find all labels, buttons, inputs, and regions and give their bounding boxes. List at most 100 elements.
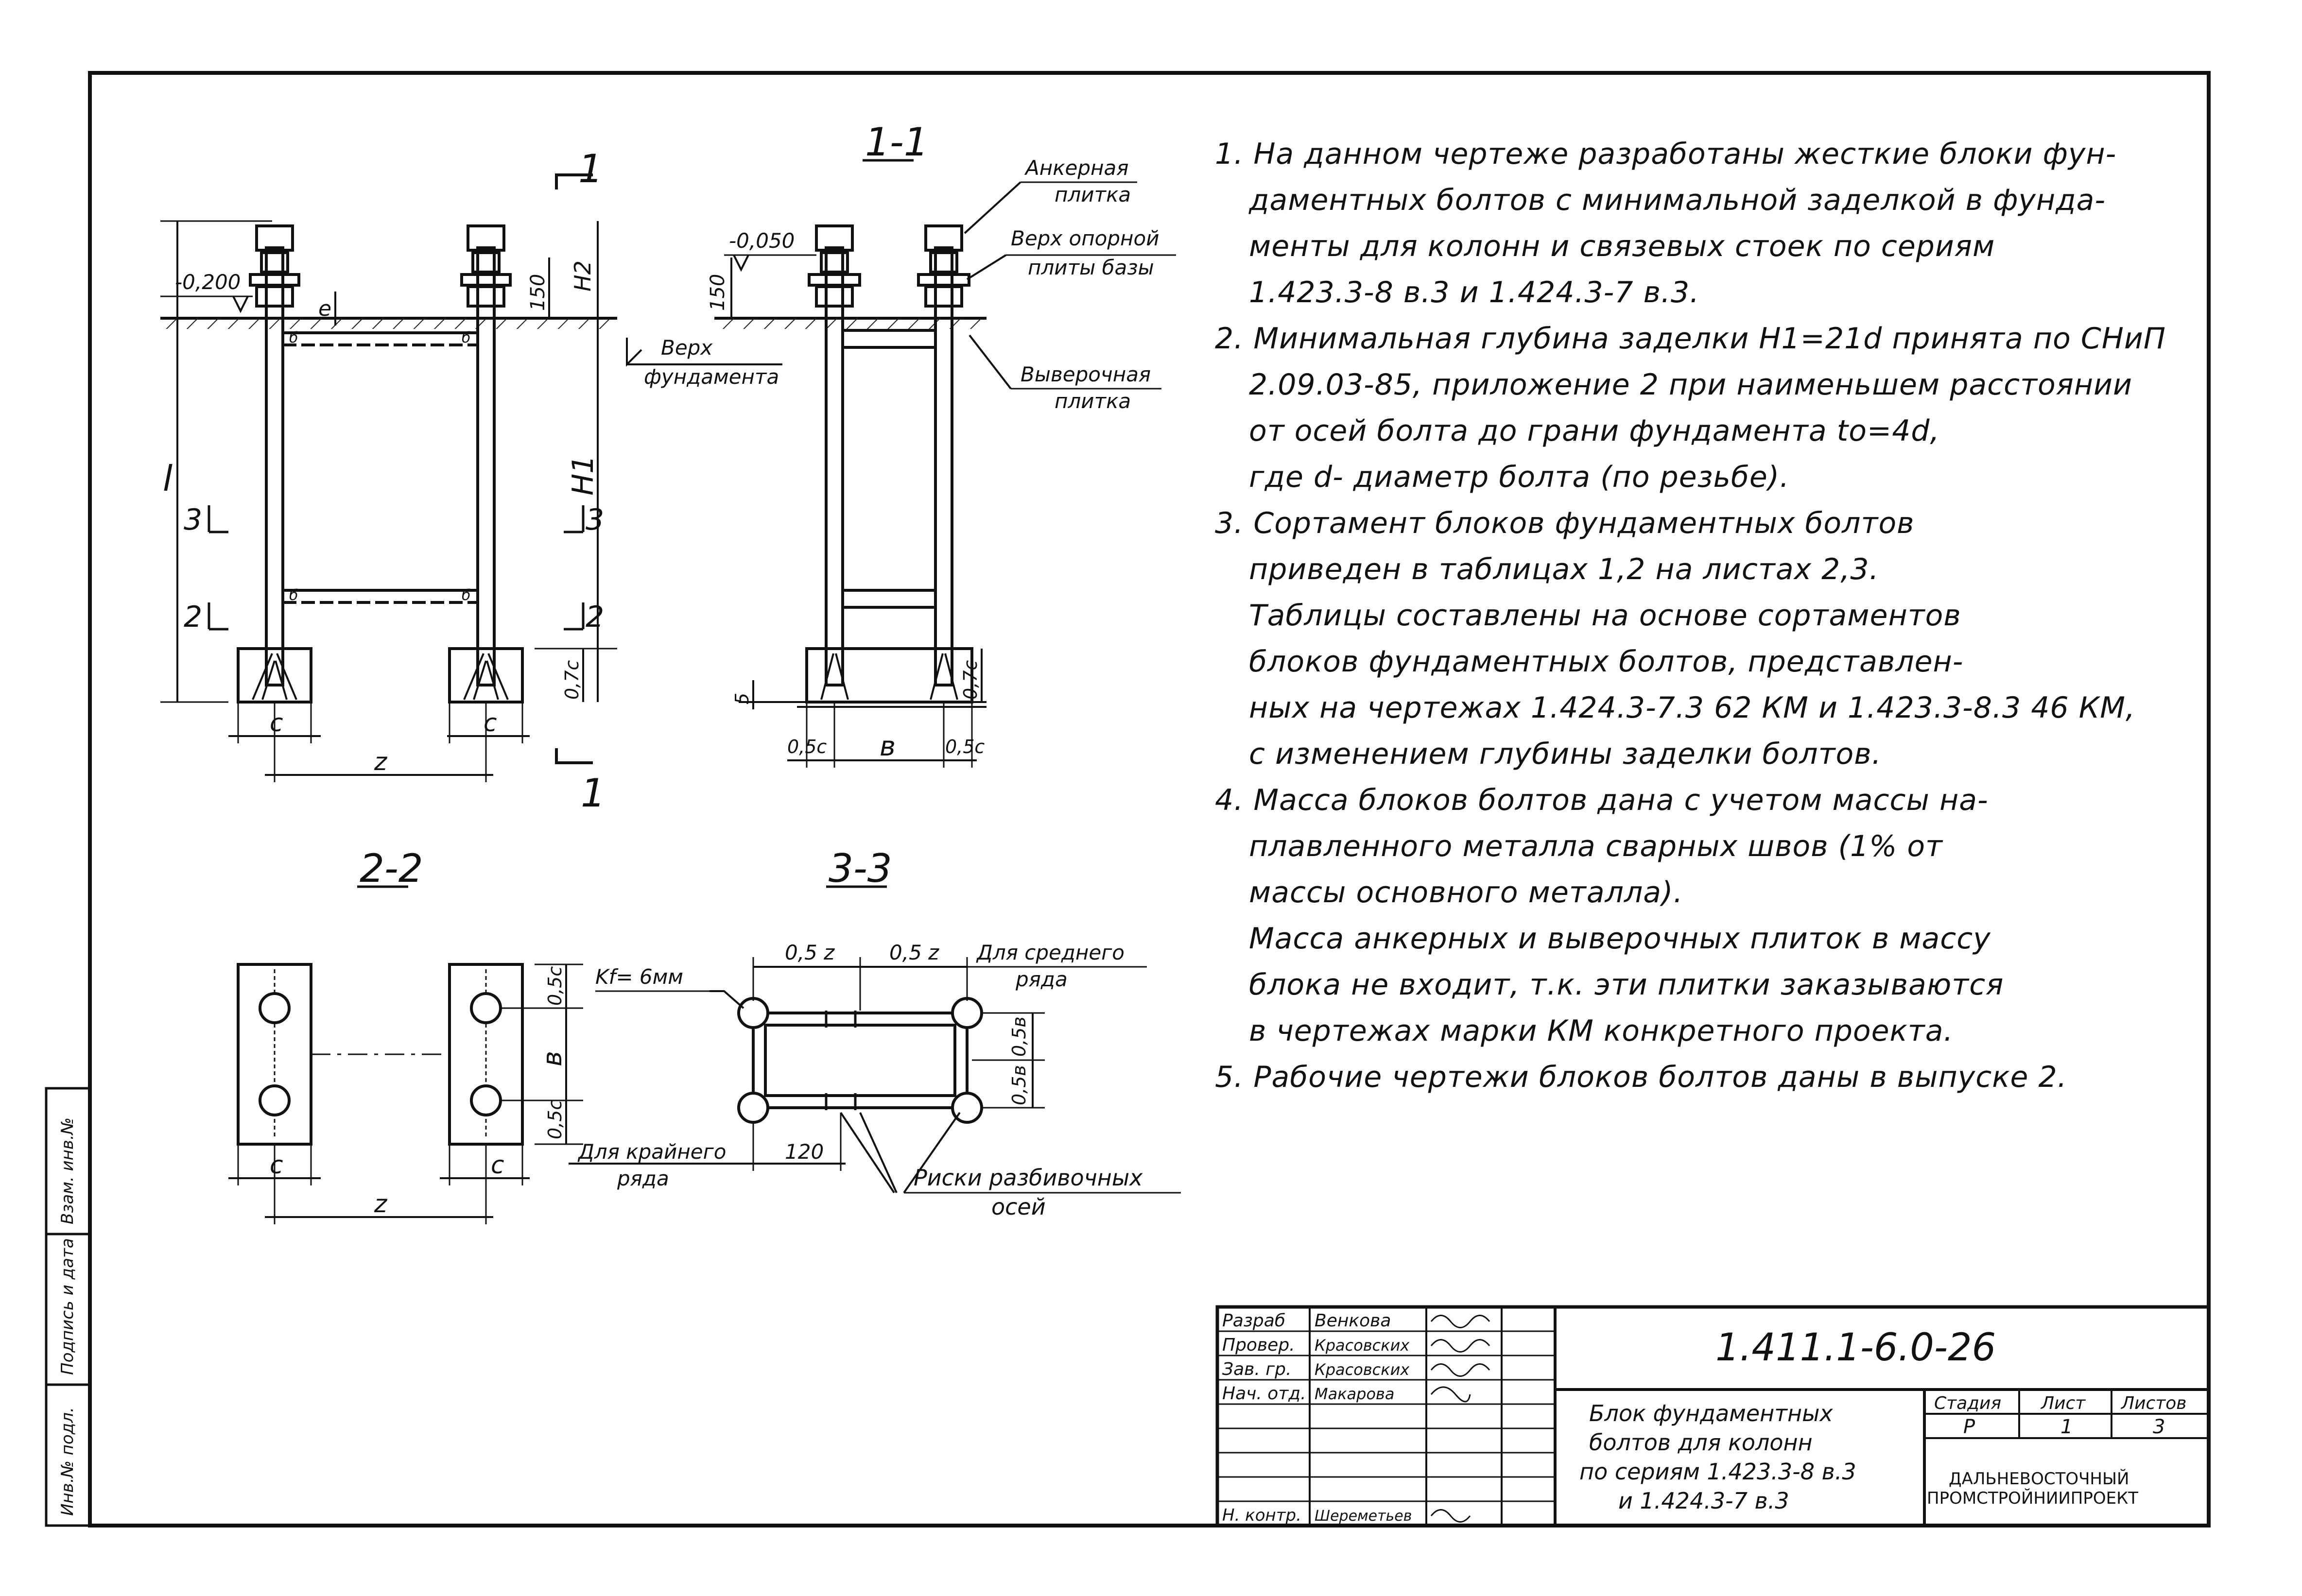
- note-line: Масса анкерных и выверочных плиток в мас…: [1249, 922, 1991, 956]
- dim-120: 120: [785, 1140, 824, 1164]
- staff-name-4: Макарова: [1315, 1385, 1395, 1403]
- label-top-fund-2: фундамента: [644, 365, 779, 389]
- stage-header: Стадия: [1934, 1393, 2001, 1413]
- elevation-view: [160, 173, 782, 782]
- description-line-3: по сериям 1.423.3-8 в.3: [1579, 1459, 1856, 1485]
- note-line: 2.09.03-85, приложение 2 при наименьшем …: [1249, 368, 2133, 402]
- note-line: массы основного металла).: [1249, 875, 1683, 910]
- dim-05z-right: 0,5 z: [889, 941, 939, 964]
- document-code: 1.411.1-6.0-26: [1715, 1326, 1996, 1370]
- weld-kf: Kf= 6мм: [595, 965, 683, 989]
- label-middle-row-2: ряда: [1015, 967, 1068, 991]
- section-mark-2-left: 2: [184, 600, 202, 634]
- section-mark-2-right: 2: [586, 600, 604, 634]
- dim-05b-top: 0,5в: [1008, 1016, 1030, 1057]
- dim-07c-s11: 0,7c: [960, 660, 981, 700]
- label-base-plate-2: плиты базы: [1028, 256, 1154, 279]
- sheet-header: Лист: [2040, 1393, 2086, 1413]
- dim-c-right: c: [484, 709, 497, 737]
- sheet-value: 1: [2060, 1416, 2073, 1438]
- staff-name-5: Шереметьев: [1315, 1508, 1412, 1525]
- weld-b-bot-1: б: [289, 587, 298, 604]
- dim-z: z: [374, 748, 388, 776]
- label-shim-plate-2: плитка: [1055, 389, 1131, 413]
- section-1-1-labels: 1-1 -0,050 150 0,7c 5 0,5c в 0,5c Анкерн…: [707, 120, 1159, 762]
- dim-h1: H1: [566, 455, 600, 496]
- note-line: приведен в таблицах 1,2 на листах 2,3.: [1249, 552, 1879, 586]
- note-line: 4. Масса блоков болтов дана с учетом мас…: [1215, 783, 1989, 817]
- staff-role-1: Разраб: [1222, 1311, 1285, 1331]
- cut-mark-bottom: 1: [581, 771, 606, 816]
- section-mark-3-left: 3: [184, 503, 202, 537]
- label-base-plate-1: Верх опорной: [1011, 226, 1159, 250]
- label-anchor-plate-1: Анкерная: [1024, 156, 1129, 180]
- note-line: 1. На данном чертеже разработаны жесткие…: [1215, 137, 2117, 171]
- label-axis-marks-2: осей: [991, 1194, 1046, 1220]
- level-mark-200: -0,200: [175, 270, 241, 294]
- label-top-fund-1: Верх: [661, 336, 713, 360]
- note-line: в чертежах марки КМ конкретного проекта.: [1249, 1014, 1954, 1048]
- section-1-1-view: [714, 159, 1176, 768]
- note-line: Таблицы составлены на основе сортаментов: [1249, 599, 1961, 633]
- cut-mark-top: 1: [578, 146, 603, 191]
- note-line: от осей болта до грани фундамента tо=4d,: [1249, 414, 1940, 448]
- staff-name-3: Красовских: [1315, 1360, 1410, 1379]
- dim-5-s11: 5: [731, 693, 753, 704]
- sheet-frame: [88, 71, 2211, 1527]
- dim-07c: 0,7c: [561, 660, 583, 700]
- elevation-labels: 1 1 -0,200 l H2 H1 150 e б б б б 3 2 3 2…: [163, 146, 779, 816]
- side-stamp-sign: Подпись и дата: [58, 1238, 77, 1375]
- dim-150-s11: 150: [707, 274, 729, 311]
- label-anchor-plate-2: плитка: [1055, 183, 1131, 206]
- label-axis-marks-1: Риски разбивочных: [914, 1165, 1143, 1191]
- sheets-header: Листов: [2120, 1393, 2186, 1413]
- section-2-2-title: 2-2: [360, 846, 423, 891]
- description-line-1: Блок фундаментных: [1589, 1400, 1833, 1426]
- stage-value: Р: [1963, 1416, 1975, 1438]
- note-line: 1.423.3-8 в.3 и 1.424.3-7 в.3.: [1249, 275, 1700, 309]
- dim-150: 150: [527, 274, 549, 311]
- note-line: блока не входит, т.к. эти плитки заказыв…: [1249, 968, 2004, 1002]
- dim-h2: H2: [570, 260, 596, 292]
- section-2-2-labels: 2-2 0,5c в 0,5c c c z: [270, 846, 568, 1218]
- section-1-1-title: 1-1: [865, 120, 929, 165]
- dim-z-s22: z: [374, 1190, 388, 1218]
- dim-e: e: [318, 296, 331, 321]
- label-edge-row-2: ряда: [617, 1167, 669, 1190]
- note-line: с изменением глубины заделки болтов.: [1249, 737, 1882, 771]
- weld-b-top-2: б: [462, 329, 471, 346]
- section-3-3-labels: 3-3 Kf= 6мм 0,5 z 0,5 z Для среднего ряд…: [577, 846, 1143, 1220]
- staff-role-3: Зав. гр.: [1222, 1359, 1291, 1379]
- side-stamp-inv: Инв.№ подл.: [58, 1407, 77, 1516]
- staff-name-1: Венкова: [1315, 1311, 1391, 1331]
- level-mark-050: -0,050: [729, 229, 795, 253]
- title-block-text: 1.411.1-6.0-26 Разраб Венкова Провер. Кр…: [1222, 1311, 2186, 1525]
- staff-role-2: Провер.: [1222, 1335, 1295, 1355]
- dim-l: l: [163, 458, 173, 499]
- label-middle-row-1: Для среднего: [976, 941, 1125, 964]
- general-notes: 1. На данном чертеже разработаны жесткие…: [1215, 131, 2226, 1100]
- note-line: плавленного металла сварных швов (1% от: [1249, 829, 1943, 863]
- section-mark-3-right: 3: [586, 503, 604, 537]
- dim-05b-bottom: 0,5в: [1008, 1065, 1030, 1105]
- dim-05c-bottom-s22: 0,5c: [544, 1100, 566, 1139]
- staff-role-5: Н. контр.: [1222, 1506, 1301, 1525]
- dim-05c-right-s11: 0,5c: [945, 736, 985, 757]
- description-line-4: и 1.424.3-7 в.3: [1618, 1488, 1789, 1514]
- note-line: даментных болтов с минимальной заделкой …: [1249, 183, 2106, 217]
- note-line: 3. Сортамент блоков фундаментных болтов: [1215, 506, 1915, 540]
- dim-05c-left-s11: 0,5c: [787, 736, 827, 757]
- dim-c-left-s22: c: [270, 1151, 283, 1179]
- dim-b-s22: в: [537, 1051, 568, 1066]
- staff-name-2: Красовских: [1315, 1336, 1410, 1355]
- description-line-2: болтов для колонн: [1589, 1429, 1813, 1456]
- title-block: [1215, 1305, 2211, 1527]
- side-stamp: Инв.№ подл. Подпись и дата Взам. инв.№: [45, 1087, 91, 1527]
- dim-b-s11: в: [880, 731, 896, 762]
- weld-b-top-1: б: [289, 329, 298, 346]
- note-line: где d- диаметр болта (по резьбе).: [1249, 460, 1790, 494]
- note-line: 5. Рабочие чертежи блоков болтов даны в …: [1215, 1060, 2067, 1094]
- organization-line-2: ПРОМСТРОЙНИИПРОЕКТ: [1927, 1488, 2138, 1508]
- note-line: менты для колонн и связевых стоек по сер…: [1249, 229, 1995, 263]
